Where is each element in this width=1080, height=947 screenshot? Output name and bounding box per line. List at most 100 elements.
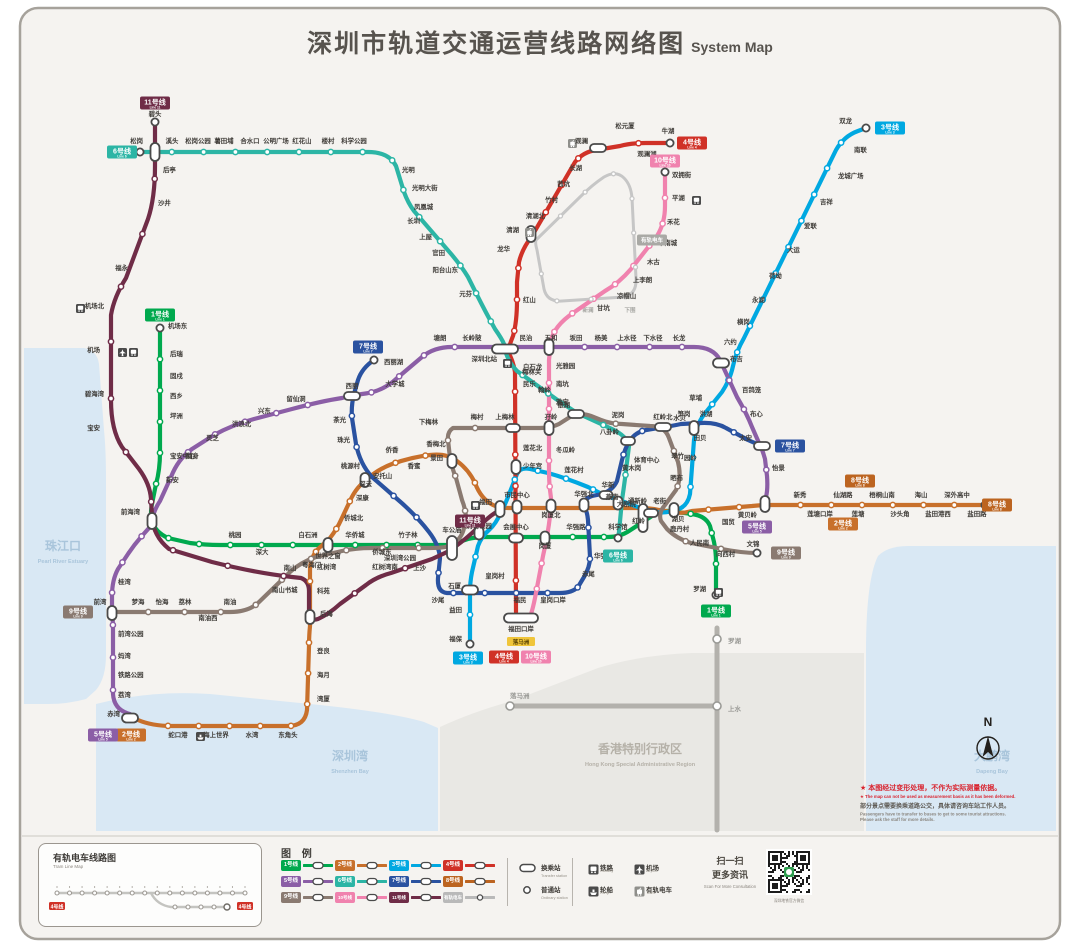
line-badge-en: Line 3 [463,661,472,665]
tram-icon [568,139,577,148]
station-dot [138,532,145,540]
station-dot [109,621,117,629]
terminal-dot [150,117,160,127]
station-label-翰岭: 翰岭 [538,385,551,394]
legend-chip-badge: 10号线 [335,892,355,903]
legend-title-zh: 图 例 [281,849,316,860]
transfer-station-pill [508,532,524,544]
transfer-station-pill [567,409,585,419]
line-badge-en: Line 9 [73,615,82,619]
station-label-爱联: 爱联 [804,221,817,230]
station-dot [295,148,303,156]
station-label-洪浪北: 洪浪北 [232,419,252,428]
station-dot [346,497,354,505]
station-dot [551,328,558,336]
station-dot [611,280,619,288]
station-dot [586,555,594,563]
station-dot [156,418,164,426]
rail-icon [471,501,480,510]
station-label-松岗公园: 松岗公园 [185,136,211,145]
station-dot [759,296,767,303]
station-label-红树湾南: 红树湾南 [372,562,398,571]
station-label-梦海: 梦海 [132,597,145,606]
note-red-zh: ★ 本图经过变形处理，不作为实际测量依据。 [860,783,1001,792]
station-dot [600,533,608,541]
station-label-竹子林: 竹子林 [397,530,418,539]
station-label-赤尾: 赤尾 [582,569,595,578]
station-label-黄木岗: 黄木岗 [622,463,641,472]
station-label-凉帽山: 凉帽山 [617,291,636,300]
station-dot [772,269,779,277]
station-dot [306,577,314,585]
station-label-白石洲: 白石洲 [298,530,317,539]
station-label-华南城: 华南城 [658,238,678,247]
station-label-黄贝岭: 黄贝岭 [738,510,758,519]
station-label-深圳北站: 深圳北站 [471,354,497,363]
line-badge-zh: 3号线 [459,653,477,662]
station-label-下水径: 下水径 [643,333,663,342]
tram-stop-dot [554,298,560,304]
legend-chip-badge: 7号线 [389,876,409,887]
station-dot [670,447,678,455]
station-label-沙井: 沙井 [158,198,171,207]
line-badge-en: Line 8 [992,508,1001,512]
station-label-长龙: 长龙 [673,333,686,342]
station-label-上李朗: 上李朗 [633,275,652,284]
station-label-光明: 光明 [401,165,415,174]
station-dot [312,548,320,556]
compass-n: N [984,715,993,729]
line-badge-en: Line 11 [150,106,161,110]
station-label-龙华: 龙华 [496,244,510,253]
station-dot [287,722,295,730]
station-label-桂湾: 桂湾 [117,577,131,586]
station-dot [109,686,117,694]
line-badge-zh: 3号线 [881,123,899,132]
station-dot [613,343,621,351]
station-label-海上世界: 海上世界 [203,730,229,739]
station-dot [388,157,396,164]
station-label-楼村: 楼村 [322,136,335,145]
station-label-红花山: 红花山 [292,136,311,145]
line-badge-zh: 5号线 [94,730,112,739]
line-badge-zh: 2号线 [834,519,852,528]
station-dot [511,451,519,458]
station-dot [351,541,359,549]
station-dot [166,475,174,483]
legend-chip-badge: 有轨电车 [443,892,463,903]
station-label-梅林关: 梅林关 [522,367,542,376]
station-dot [156,355,164,363]
station-dot [735,503,743,511]
station-label-前湾公园: 前湾公园 [118,629,144,638]
station-label-南山: 南山 [284,563,297,572]
transfer-station-pill [620,436,636,446]
metro-line-9号线 [109,412,760,615]
transfer-station-pill [149,142,161,162]
line-badge-zh: 8号线 [851,476,869,485]
station-label-翻身: 翻身 [186,451,199,460]
transfer-station-pill [446,535,458,561]
station-label-元芬: 元芬 [459,289,472,298]
legend-chip-badge: 2号线 [335,860,355,871]
station-label-沙头角: 沙头角 [890,509,909,518]
station-dot [581,343,588,351]
transfer-station-pill [446,453,458,469]
station-label-赤湾: 赤湾 [107,709,120,718]
transfer-station-pill [759,495,771,513]
line-badge-en: Line 6 [117,155,126,159]
station-dot [622,471,629,479]
line-badge-zh: 9号线 [777,548,795,557]
transfer-station-pill [539,530,551,546]
station-dot [327,148,335,156]
station-label-龙城广场: 龙城广场 [837,171,864,180]
station-label-体育中心: 体育中心 [634,455,660,464]
station-dot [413,513,420,521]
region-label-en: Shenzhen Bay [331,769,370,775]
station-dot [451,343,459,351]
station-label-南山书城: 南山书城 [272,585,298,594]
station-label-水湾: 水湾 [246,730,259,739]
